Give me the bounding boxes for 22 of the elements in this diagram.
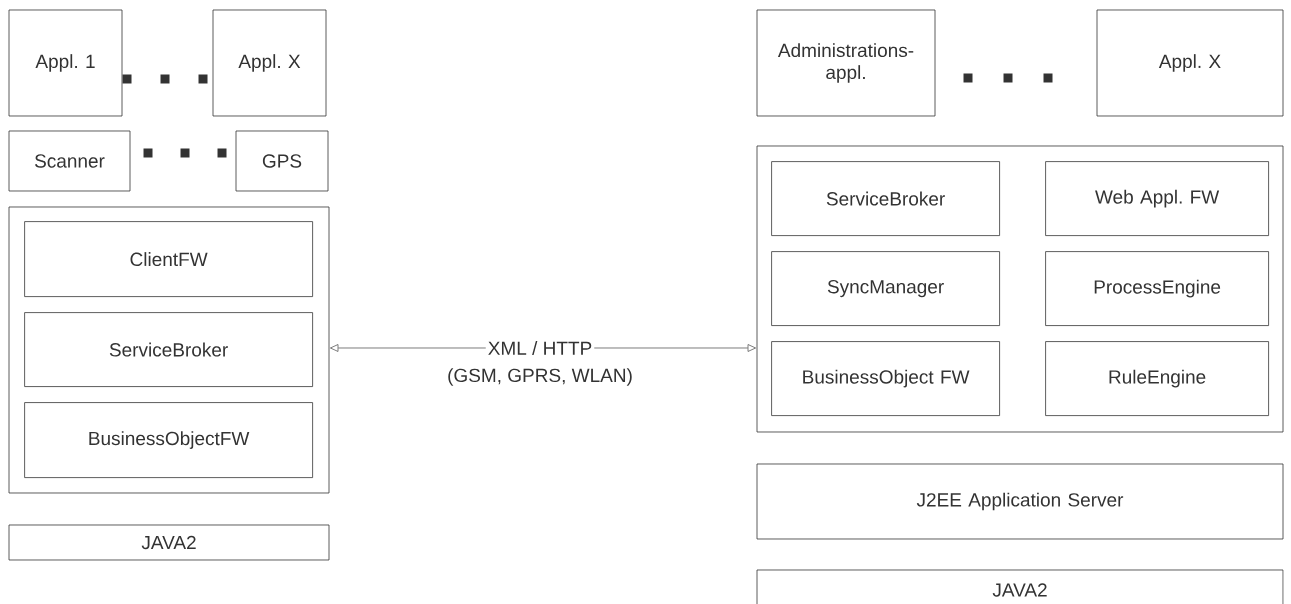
note-text: (GSM, GPRS, WLAN) xyxy=(448,368,632,386)
component-box: ServiceBroker xyxy=(771,161,1000,236)
component-box: GPS xyxy=(235,130,329,192)
component-box: ClientFW xyxy=(24,221,313,297)
component-box: Administrations- appl. xyxy=(756,9,936,117)
component-box: ServiceBroker xyxy=(24,312,313,387)
component-box: ProcessEngine xyxy=(1045,251,1269,326)
component-box: BusinessObjectFW xyxy=(24,402,313,478)
component-box: BusinessObject FW xyxy=(771,341,1000,416)
frame-box xyxy=(756,145,1284,433)
component-box: Web Appl. FW xyxy=(1045,161,1269,236)
component-box: Appl. X xyxy=(1096,9,1284,117)
component-box: Appl. X xyxy=(212,9,327,117)
component-box: SyncManager xyxy=(771,251,1000,326)
frame-box xyxy=(8,206,330,494)
component-box: RuleEngine xyxy=(1045,341,1269,416)
component-box: J2EE Application Server xyxy=(756,463,1284,540)
component-box: JAVA2 xyxy=(756,569,1284,604)
component-box: JAVA2 xyxy=(8,524,330,561)
component-box: Scanner xyxy=(8,130,131,192)
component-box: Appl. 1 xyxy=(8,9,123,117)
edge-label: XML / HTTP xyxy=(488,341,592,355)
